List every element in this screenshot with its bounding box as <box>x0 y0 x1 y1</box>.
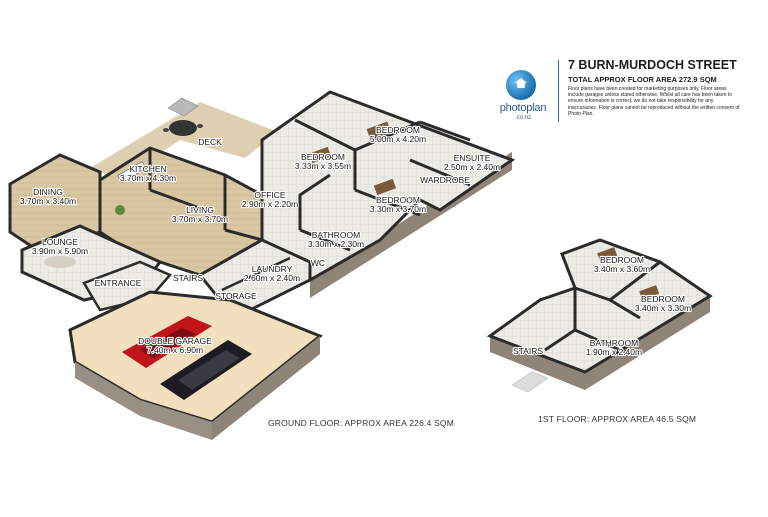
rug <box>44 256 76 268</box>
room-label: LIVING <box>186 205 214 215</box>
room-dims: 3.70m x 3.40m <box>20 196 76 206</box>
room-dims: 3.70m x 4.30m <box>120 173 176 183</box>
first-floor-walls <box>544 260 661 352</box>
room-label: STAIRS <box>173 273 203 283</box>
room-label: BEDROOM <box>301 152 345 162</box>
room-label: LOUNGE <box>42 237 78 247</box>
ground-floor-caption: GROUND FLOOR: APPROX AREA 226.4 SQM <box>268 418 455 428</box>
room-dims: 3.30m x 3.70m <box>370 204 426 214</box>
house-icon <box>515 78 527 88</box>
garage-side-wall <box>212 336 320 440</box>
plant-icon <box>115 205 125 215</box>
room-dims: 3.90m x 5.90m <box>32 246 88 256</box>
room-label: LAUNDRY <box>252 264 293 274</box>
bed-icon <box>366 121 392 141</box>
property-address: 7 BURN-MURDOCH STREET <box>568 58 737 72</box>
brand-domain: .co.nz <box>514 115 531 121</box>
room-label: STAIRS <box>513 346 543 356</box>
header-divider <box>558 60 559 122</box>
bed-icon <box>308 146 332 164</box>
room-dims: 7.40m x 6.90m <box>147 345 203 355</box>
room-label: BATHROOM <box>590 338 638 348</box>
room-dims: 3.40m x 3.30m <box>635 303 691 313</box>
car-black <box>160 340 252 400</box>
room-dims: 2.90m x 2.20m <box>242 199 298 209</box>
laundry-wall <box>221 256 291 292</box>
brand-name: photoplan <box>499 102 547 114</box>
room-dims: 3.40m x 3.60m <box>594 264 650 274</box>
room-label: OFFICE <box>254 190 285 200</box>
room-label: BEDROOM <box>376 195 420 205</box>
total-area: TOTAL APPROX FLOOR AREA 272.9 SQM <box>568 75 717 84</box>
disclaimer: Floor plans have been created for market… <box>568 86 740 117</box>
room-label: DECK <box>198 137 222 147</box>
room-label: ENTRANCE <box>95 278 142 288</box>
first-floor-side <box>490 296 710 390</box>
room-label: BEDROOM <box>641 294 685 304</box>
ground-floor-labels: DECK KITCHEN 3.70m x 4.30m DINING 3.70m … <box>19 124 501 356</box>
garage-floor <box>68 290 323 424</box>
room-label: BEDROOM <box>600 255 644 265</box>
room-label: WC <box>311 258 325 268</box>
bed-icon <box>639 285 660 300</box>
stairs-descent <box>511 371 549 393</box>
room-label: DINING <box>33 187 63 197</box>
first-floor-caption: 1ST FLOOR: APPROX AREA 46.5 SQM <box>538 414 697 424</box>
room-label: BEDROOM <box>376 125 420 135</box>
bed-icon <box>373 178 397 196</box>
outdoor-table <box>163 97 203 136</box>
room-dims: 3.33m x 3.55m <box>295 161 351 171</box>
first-floor-plan: BEDROOM 3.40m x 3.60m BEDROOM 3.40m x 3.… <box>486 238 713 393</box>
car-red <box>122 316 212 368</box>
room-dims: 3.30m x 2.30m <box>308 239 364 249</box>
bedroom-walls <box>294 118 471 252</box>
first-floor-floor <box>486 238 713 374</box>
room-label: WARDROBE <box>420 175 470 185</box>
room-label: KITCHEN <box>129 164 166 174</box>
room-dims: 2.50m x 2.40m <box>444 162 500 172</box>
room-dims: 3.70m x 3.70m <box>172 214 228 224</box>
room-label: DOUBLE GARAGE <box>138 336 212 346</box>
kitchen-counter <box>117 161 147 183</box>
room-label: ENSUITE <box>454 153 491 163</box>
room-label: BATHROOM <box>312 230 360 240</box>
room-dims: 1.90m x 2.40m <box>586 347 642 357</box>
garage-front-wall <box>75 362 212 440</box>
ground-floor-plan: DECK KITCHEN 3.70m x 4.30m DINING 3.70m … <box>8 90 516 440</box>
bed-icon <box>597 247 618 262</box>
first-floor-labels: BEDROOM 3.40m x 3.60m BEDROOM 3.40m x 3.… <box>512 254 692 358</box>
room-dims: 2.60m x 2.40m <box>244 273 300 283</box>
header: photoplan .co.nz 7 BURN-MURDOCH STREET T… <box>490 58 760 128</box>
room-dims: 5.00m x 4.20m <box>370 134 426 144</box>
living-walls <box>148 148 263 242</box>
room-label: STORAGE <box>215 291 257 301</box>
